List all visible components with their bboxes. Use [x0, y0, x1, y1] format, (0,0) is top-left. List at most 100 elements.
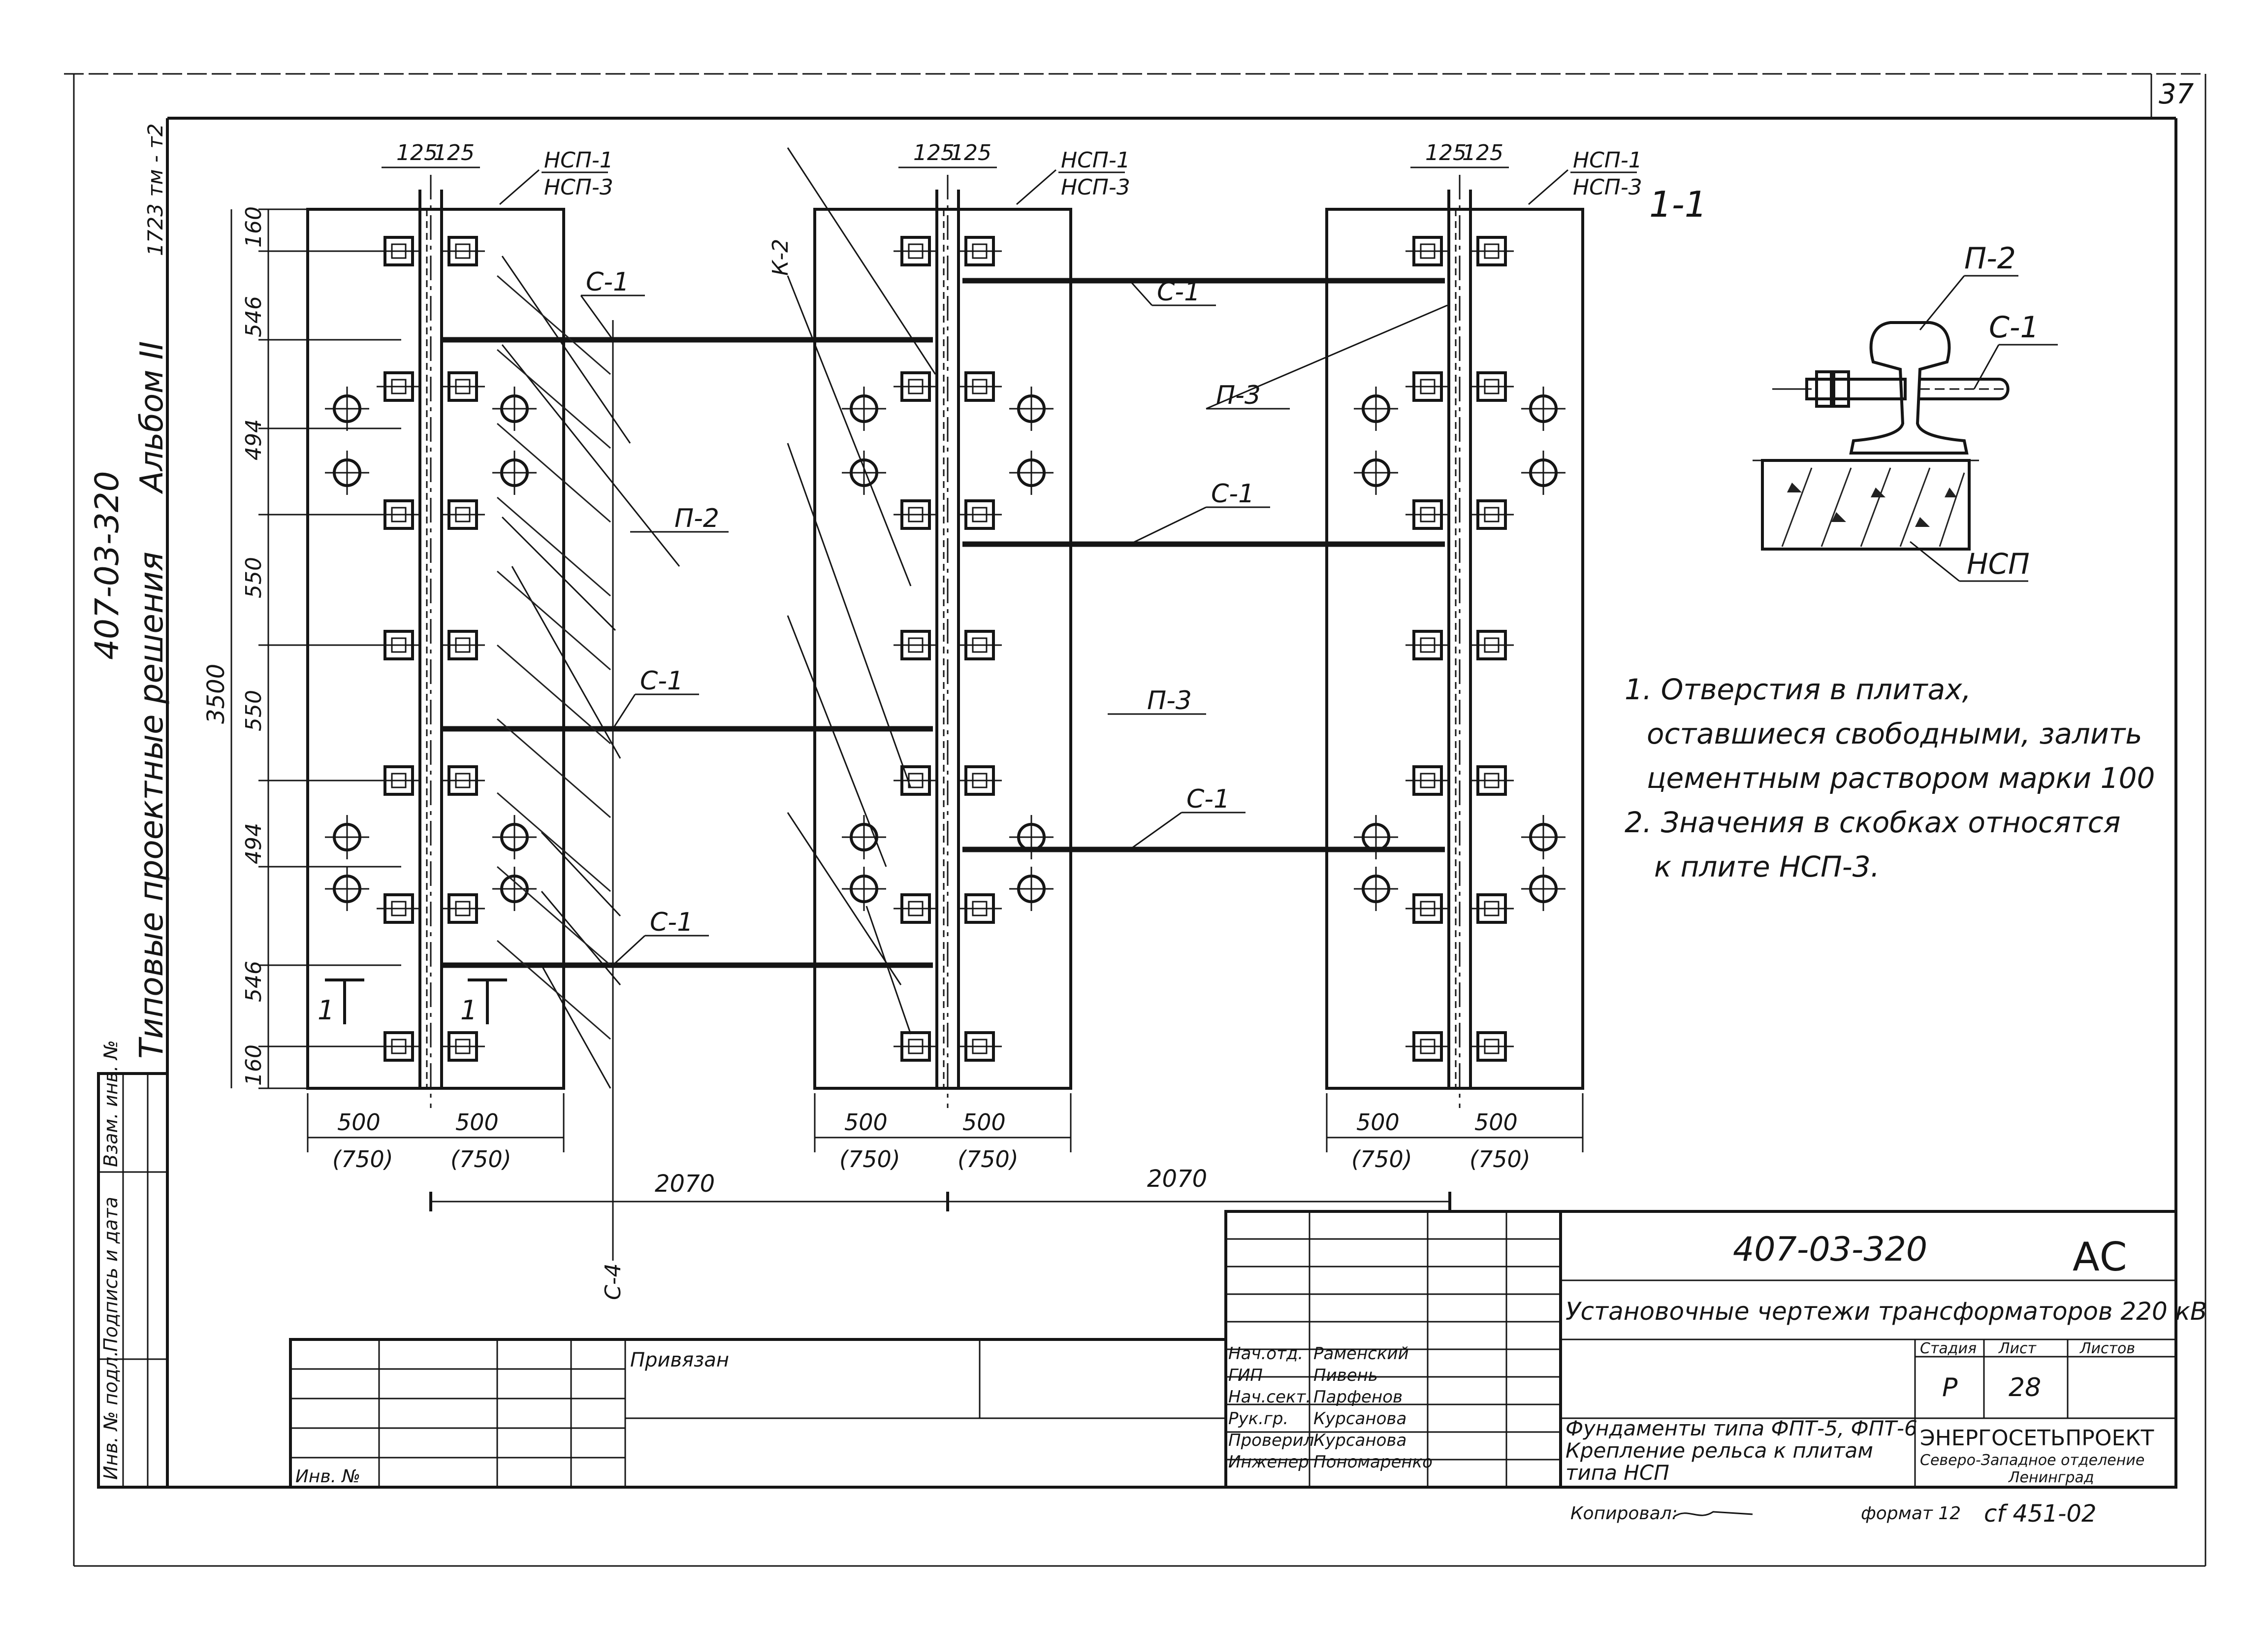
tb-code: 407-03-320 [1733, 1230, 1927, 1269]
slab-label-2: НСП-3 [1573, 175, 1642, 200]
slab-label-2: НСП-3 [544, 175, 613, 200]
spacing-dim-1: 2070 [655, 1170, 715, 1198]
tb-person-role: Проверил [1228, 1431, 1314, 1450]
leader-line [501, 344, 680, 567]
note-line-4: 2. Значения в скобках относятся [1625, 806, 2120, 839]
vertical-dim-segment: 494 [241, 419, 266, 460]
callout-p3: П-3 [1216, 381, 1261, 410]
section-mark: 1 [318, 995, 334, 1026]
tb-person-name: Пивень [1313, 1366, 1378, 1385]
leader-line [787, 275, 912, 586]
section-label-c1: С-1 [1989, 310, 2039, 345]
album-labels: 407-03-320 Альбом II Типовые проектные р… [88, 124, 170, 1059]
sheet-frame: 37 [64, 73, 2206, 1567]
side-stamp-col1: Инв. № подл. [100, 1351, 122, 1480]
leader [1129, 506, 1207, 545]
note-line-3: цементным раствором марки 100 [1647, 761, 2155, 795]
leader [1206, 304, 1448, 410]
tb-sheet-title-3: типа НСП [1565, 1461, 1669, 1485]
side-stamp: Инв. № подл. Подпись и дата Взам. инв. № [97, 1040, 169, 1489]
dim-bottom-right: 500 [962, 1109, 1006, 1136]
section-mark: 1 [460, 995, 477, 1026]
dim-bottom-alt-left: (750) [332, 1146, 393, 1173]
privyazan-label: Привязан [630, 1349, 729, 1371]
vertical-dim-segment: 160 [241, 1044, 266, 1086]
tb-sheet-header: Лист [1998, 1340, 2037, 1357]
leader [580, 295, 614, 340]
spacing-dim-2: 2070 [1147, 1165, 1207, 1193]
vertical-dim-total: 3500 [202, 664, 230, 724]
tb-person-name: Раменский [1313, 1344, 1409, 1364]
callout-p2: П-2 [674, 504, 719, 533]
dim-top-left: 125 [396, 140, 438, 165]
callout-p3: П-3 [1147, 686, 1192, 716]
dim-bottom-right: 500 [455, 1109, 499, 1136]
tb-person-role: ГИП [1228, 1366, 1263, 1385]
tb-org-2: Северо-Западное отделение [1920, 1452, 2144, 1469]
leader-line [541, 831, 621, 917]
hatch-line [497, 644, 611, 745]
vertical-dim-segment: 546 [241, 961, 266, 1002]
leader [1528, 169, 1568, 205]
tb-person-role: Нач.отд. [1228, 1344, 1303, 1364]
hatch-line [497, 349, 611, 449]
tb-reg-no: сf 451-02 [1984, 1500, 2097, 1528]
hatch-line [497, 940, 611, 1040]
section-1-1: 1-1 П-2 С-1 [1649, 184, 2058, 582]
rail-profile [1849, 321, 1969, 455]
tb-stage-header: Стадия [1920, 1340, 1977, 1357]
dim-bottom-alt-right: (750) [958, 1146, 1019, 1173]
album-volume: Альбом II [134, 341, 170, 494]
leader-line [541, 965, 611, 1089]
tb-person-name: Курсанова [1313, 1409, 1406, 1429]
tb-person-role: Нач.сект. [1228, 1387, 1311, 1407]
tb-stage: Р [1942, 1373, 1958, 1402]
callout-c1: С-1 [640, 666, 683, 696]
slab-outline [1325, 208, 1584, 1090]
section-label-nsp: НСП [1967, 547, 2030, 581]
dim-bottom-alt-left: (750) [1351, 1146, 1412, 1173]
page-number: 37 [2159, 78, 2194, 110]
inv-label: Инв. № [295, 1466, 360, 1487]
hatch-line [497, 423, 611, 523]
tb-org-1: ЭНЕРГОСЕТЬПРОЕКТ [1920, 1426, 2154, 1451]
note-line-2: оставшиеся свободными, залить [1647, 717, 2142, 750]
note-line-5: к плите НСП-3. [1654, 850, 1880, 883]
slab-outline [306, 208, 565, 1090]
leader [612, 694, 636, 729]
tb-sheet-no: 28 [2009, 1373, 2041, 1402]
callout-c4: С-4 [601, 1263, 626, 1300]
leader-line [541, 891, 621, 985]
leader-line [501, 516, 616, 631]
leader [1016, 169, 1056, 205]
callout-c1: С-1 [650, 908, 693, 937]
notes: 1. Отверстия в плитах, оставшиеся свобод… [1625, 673, 2155, 883]
dim-top-right: 125 [433, 140, 475, 165]
tb-sheet-title-2: Крепление рельса к плитам [1565, 1438, 1873, 1463]
side-stamp-col3: Взам. инв. № [100, 1040, 122, 1167]
leader-line [865, 906, 912, 1035]
leader [1129, 280, 1153, 306]
vertical-dim-segment: 546 [241, 296, 266, 337]
dim-bottom-alt-right: (750) [1469, 1146, 1531, 1173]
dim-bottom-alt-left: (750) [839, 1146, 900, 1173]
dim-top-left: 125 [1425, 140, 1467, 165]
leader [499, 169, 540, 205]
tb-person-name: Пономаренко [1313, 1452, 1433, 1472]
tb-person-name: Курсанова [1313, 1431, 1406, 1450]
tb-format: формат 12 [1861, 1503, 1961, 1524]
hatch-line [497, 792, 611, 892]
hatch-line [497, 866, 611, 966]
slab-label-1: НСП-1 [1061, 148, 1130, 173]
dim-bottom-left: 500 [844, 1109, 888, 1136]
dim-top-right: 125 [950, 140, 991, 165]
callout-c1: С-1 [586, 267, 629, 297]
tb-person-role: Инженер [1228, 1452, 1309, 1472]
slab-label-2: НСП-3 [1061, 175, 1130, 200]
